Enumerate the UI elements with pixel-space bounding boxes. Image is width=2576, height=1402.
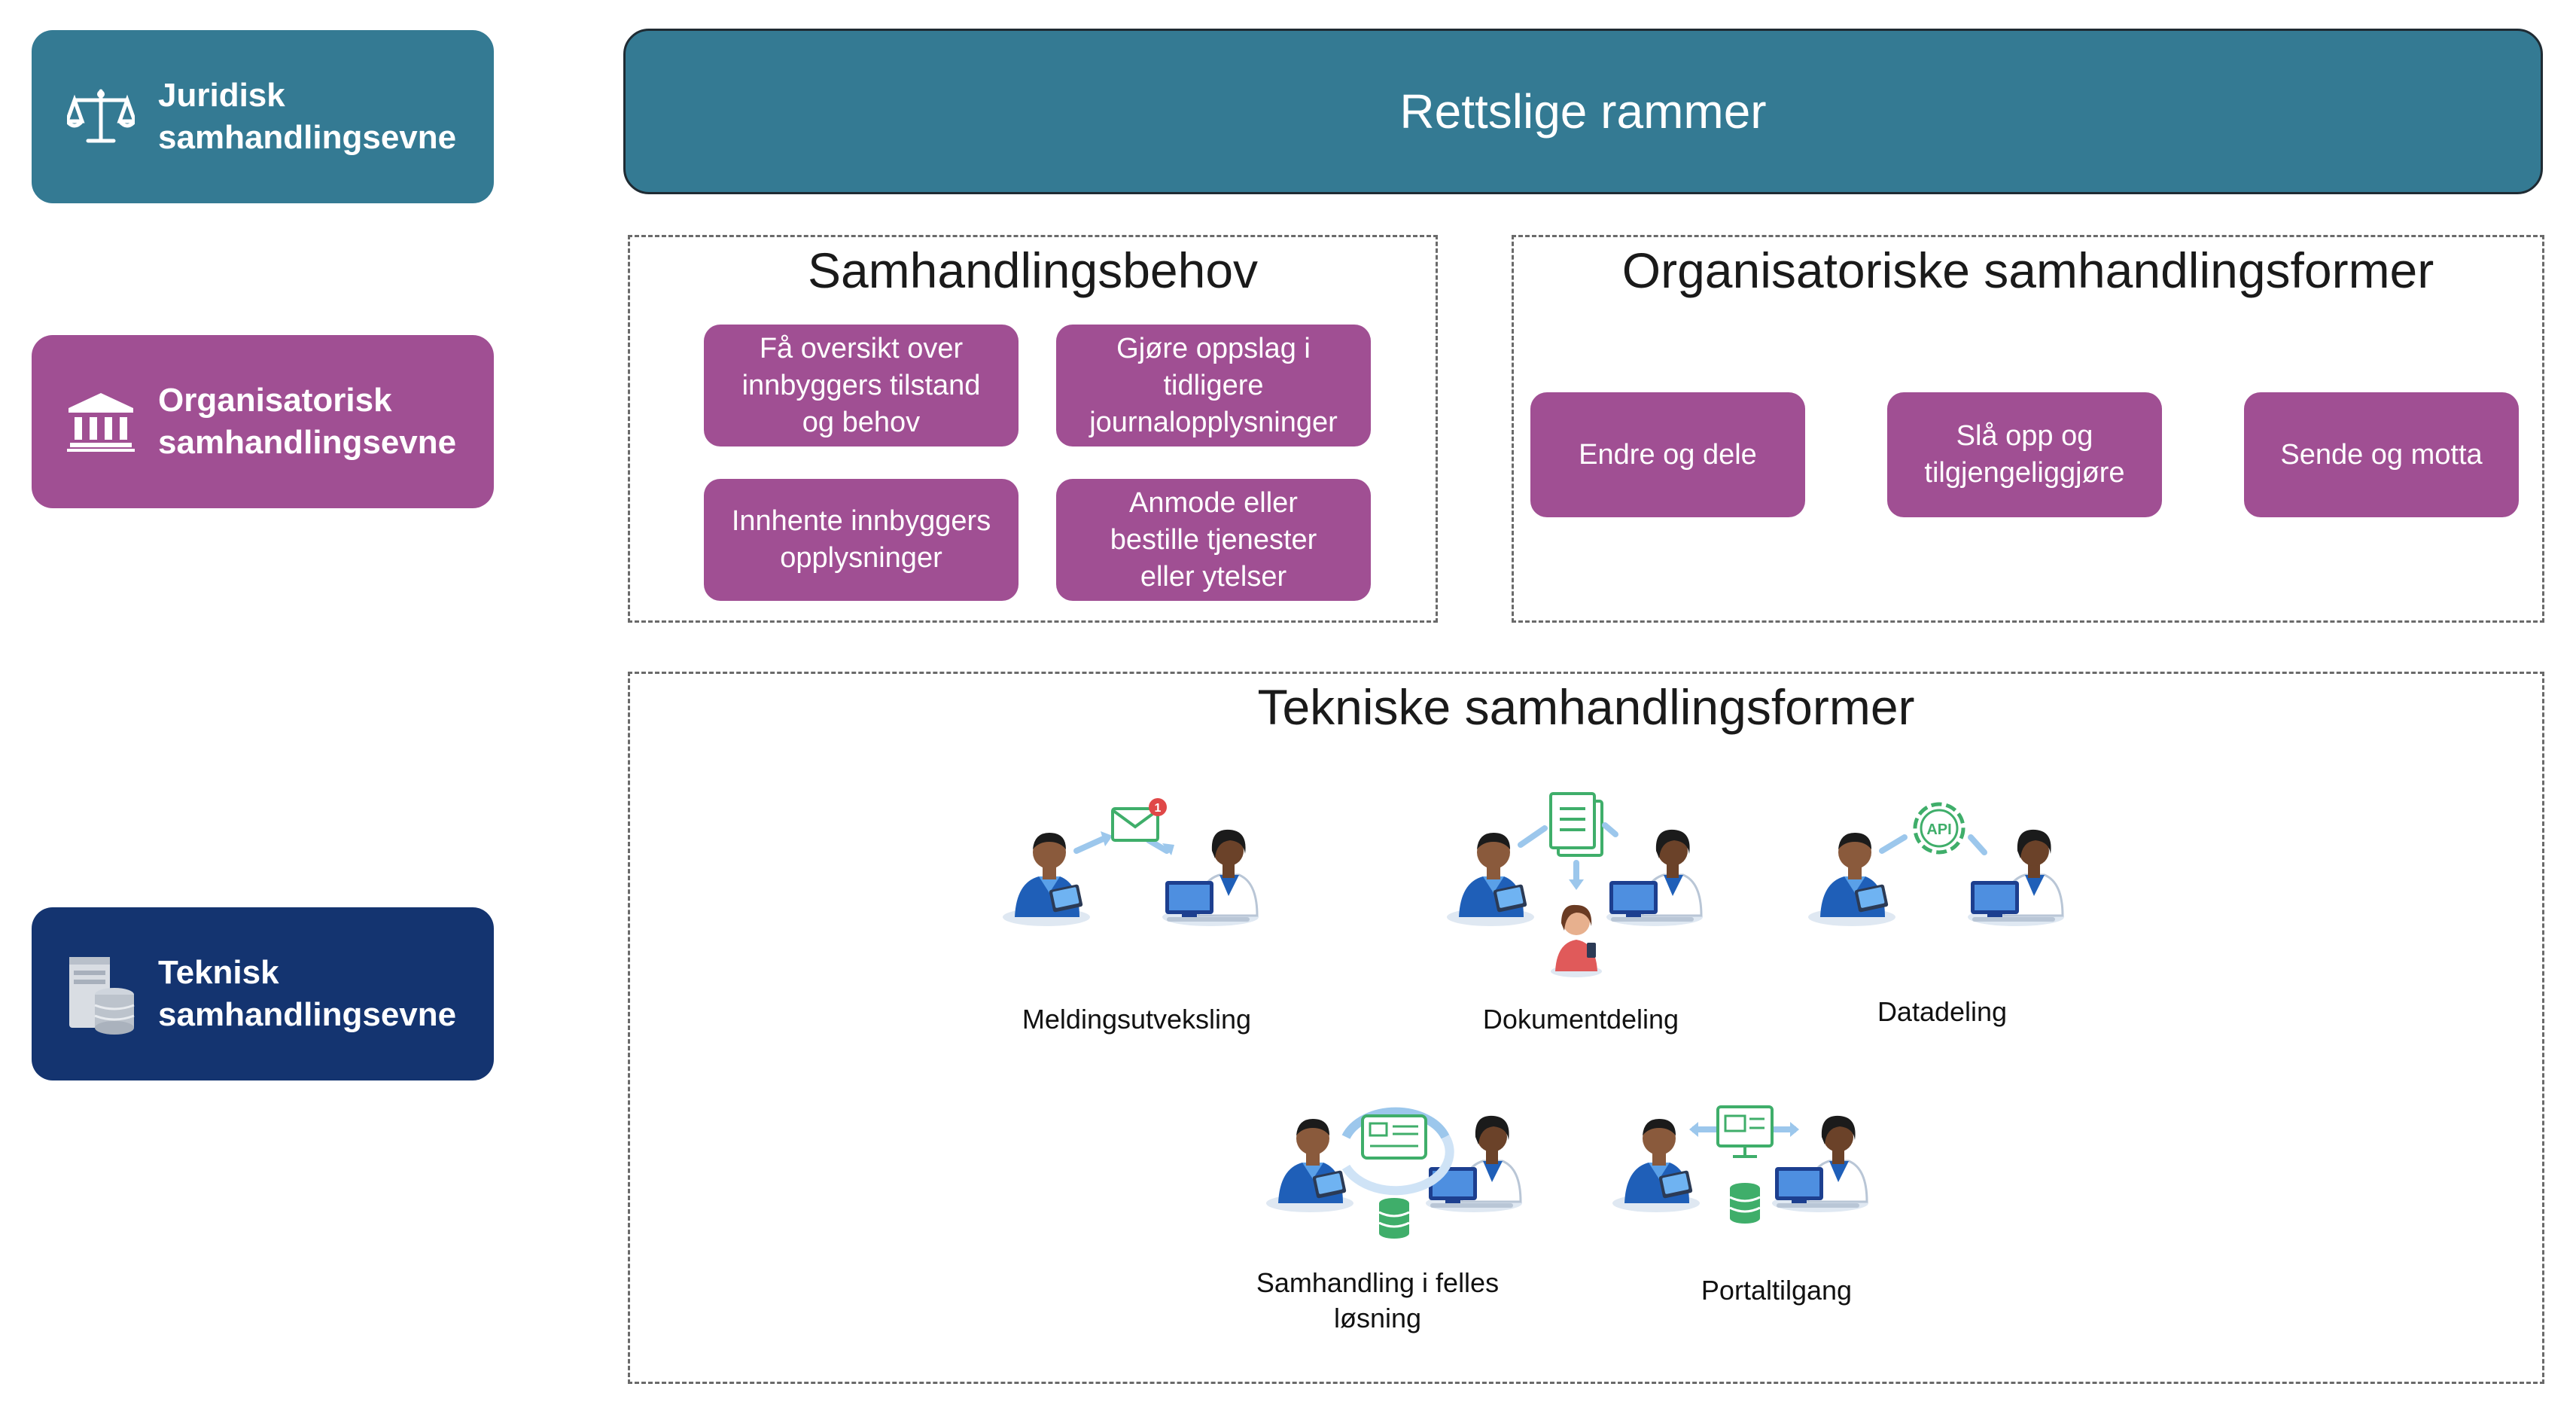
api-data-sharing-icon: API <box>1808 802 2066 928</box>
server-database-icon <box>56 952 146 1035</box>
org-form-line: Sende og motta <box>2280 438 2483 471</box>
needs-section: Samhandlingsbehov Få oversikt over innby… <box>628 235 1438 623</box>
scales-icon <box>56 87 146 147</box>
tech-form-label: Meldingsutveksling <box>979 1001 1295 1037</box>
need-item: Anmode eller bestille tjenester eller yt… <box>1056 479 1371 601</box>
need-line: journalopplysninger <box>1089 406 1338 438</box>
legal-framework-banner: Rettslige rammer <box>623 29 2543 194</box>
need-line: opplysninger <box>780 542 942 574</box>
tech-form-label: Portaltilgang <box>1618 1272 1935 1308</box>
need-line: Få oversikt over <box>759 332 964 364</box>
org-form-item: Endre og dele <box>1530 392 1805 517</box>
tech-forms-title: Tekniske samhandlingsformer <box>1257 679 1915 735</box>
notification-count: 1 <box>1155 802 1162 815</box>
level-label-line1: Juridisk <box>158 77 285 114</box>
tech-form-line: Dokumentdeling <box>1482 1004 1679 1035</box>
org-forms-section: Organisatoriske samhandlingsformer Endre… <box>1512 235 2544 623</box>
org-form-line: Endre og dele <box>1579 438 1757 471</box>
tech-form-label: Dokumentdeling <box>1423 1001 1739 1037</box>
institution-icon <box>56 392 146 452</box>
tech-forms-section: Tekniske samhandlingsformer <box>628 672 2544 1384</box>
org-form-item: Slå opp og tilgjengeliggjøre <box>1887 392 2162 517</box>
level-label-line1: Teknisk <box>158 954 279 991</box>
need-line: eller ytelser <box>1140 560 1287 593</box>
need-line: tidligere <box>1163 369 1264 401</box>
need-line: Anmode eller <box>1129 486 1298 519</box>
tech-form-line: løsning <box>1333 1303 1422 1333</box>
org-form-line: Slå opp og <box>1956 420 2093 452</box>
tech-form-line: Meldingsutveksling <box>1022 1004 1252 1035</box>
need-line: innbyggers tilstand <box>741 369 981 401</box>
level-label-line2: samhandlingsevne <box>158 119 457 156</box>
need-line: Innhente innbyggers <box>731 505 991 537</box>
level-card-legal: Juridisk samhandlingsevne <box>32 30 494 203</box>
level-label-line2: samhandlingsevne <box>158 424 457 461</box>
message-exchange-icon: 1 <box>1003 798 1260 928</box>
org-form-line: tilgjengeliggjøre <box>1924 457 2125 489</box>
need-line: Gjøre oppslag i <box>1116 332 1311 364</box>
banner-title: Rettslige rammer <box>1399 84 1767 139</box>
need-line: bestille tjenester <box>1110 523 1317 556</box>
level-card-organizational: Organisatorisk samhandlingsevne <box>32 335 494 508</box>
tech-form-line: Samhandling i felles <box>1256 1267 1500 1298</box>
level-label-line1: Organisatorisk <box>158 382 392 419</box>
org-form-item: Sende og motta <box>2244 392 2519 517</box>
need-item: Innhente innbyggers opplysninger <box>704 479 1019 601</box>
needs-title: Samhandlingsbehov <box>807 242 1259 298</box>
org-forms-title: Organisatoriske samhandlingsformer <box>1621 242 2434 298</box>
level-label-line2: samhandlingsevne <box>158 996 457 1033</box>
need-item: Gjøre oppslag i tidligere journalopplysn… <box>1056 325 1371 447</box>
need-item: Få oversikt over innbyggers tilstand og … <box>704 325 1019 447</box>
tech-form-line: Datadeling <box>1877 996 2008 1027</box>
api-badge: API <box>1926 821 1951 838</box>
tech-form-line: Portaltilgang <box>1701 1275 1853 1306</box>
level-card-technical: Teknisk samhandlingsevne <box>32 907 494 1080</box>
tech-form-label: Samhandling i felles løsning <box>1219 1265 1536 1336</box>
tech-form-label: Datadeling <box>1784 994 2100 1029</box>
shared-solution-icon <box>1266 1107 1524 1240</box>
need-line: og behov <box>802 406 921 438</box>
document-sharing-icon <box>1447 792 1704 977</box>
portal-access-icon <box>1612 1105 1870 1225</box>
